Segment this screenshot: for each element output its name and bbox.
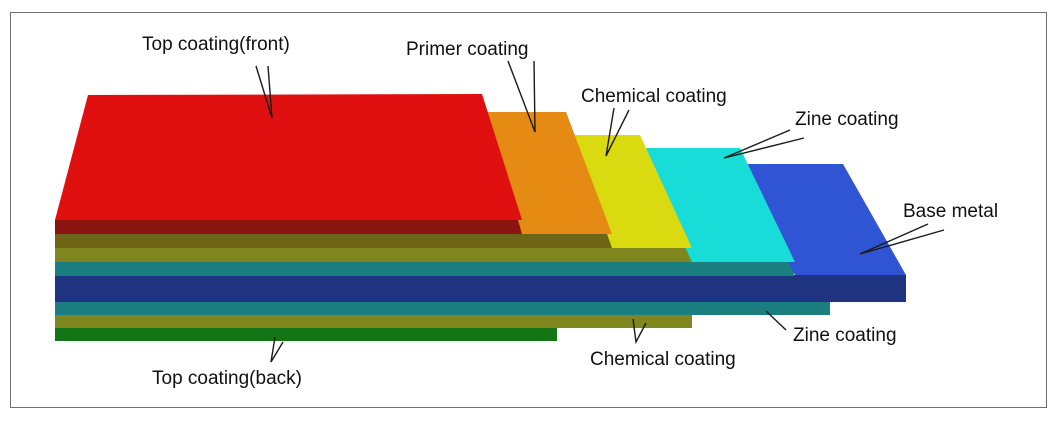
diagram-frame [10, 12, 1047, 408]
base-metal-surface [738, 164, 906, 275]
zinc-coating-surface [640, 148, 795, 262]
label-primer-coating: Primer coating [406, 39, 529, 60]
label-chemical-coating-top: Chemical coating [581, 86, 727, 107]
label-top-coating-front: Top coating(front) [142, 34, 290, 55]
leader-top-front [255, 65, 273, 119]
primer-coating-edge [55, 233, 612, 248]
chemical-coating-back-edge [55, 314, 692, 328]
leader-top-back [270, 336, 284, 363]
leader-lines [255, 60, 945, 363]
base-metal-edge [55, 275, 906, 302]
leader-zinc-bottom [765, 310, 787, 331]
leader-primer [507, 60, 536, 133]
label-top-coating-back: Top coating(back) [152, 368, 302, 389]
label-chemical-coating-bottom: Chemical coating [590, 349, 736, 370]
top-coating-front-surface [55, 94, 522, 220]
chemical-coating-front-edge [55, 247, 692, 262]
zinc-coating-back-edge [55, 301, 830, 315]
leader-chemical-top [605, 107, 630, 157]
label-zinc-coating-bottom: Zine coating [793, 325, 897, 346]
label-zinc-coating-top: Zine coating [795, 109, 899, 130]
top-coating-back-edge [55, 327, 557, 341]
top-coating-front-edge [55, 219, 522, 234]
leader-base-metal [859, 223, 945, 255]
leader-zinc-top [723, 129, 805, 159]
leader-chemical-bottom [632, 318, 647, 345]
label-base-metal: Base metal [903, 201, 998, 222]
primer-coating-surface [487, 112, 612, 234]
zinc-coating-front-edge [55, 261, 794, 276]
